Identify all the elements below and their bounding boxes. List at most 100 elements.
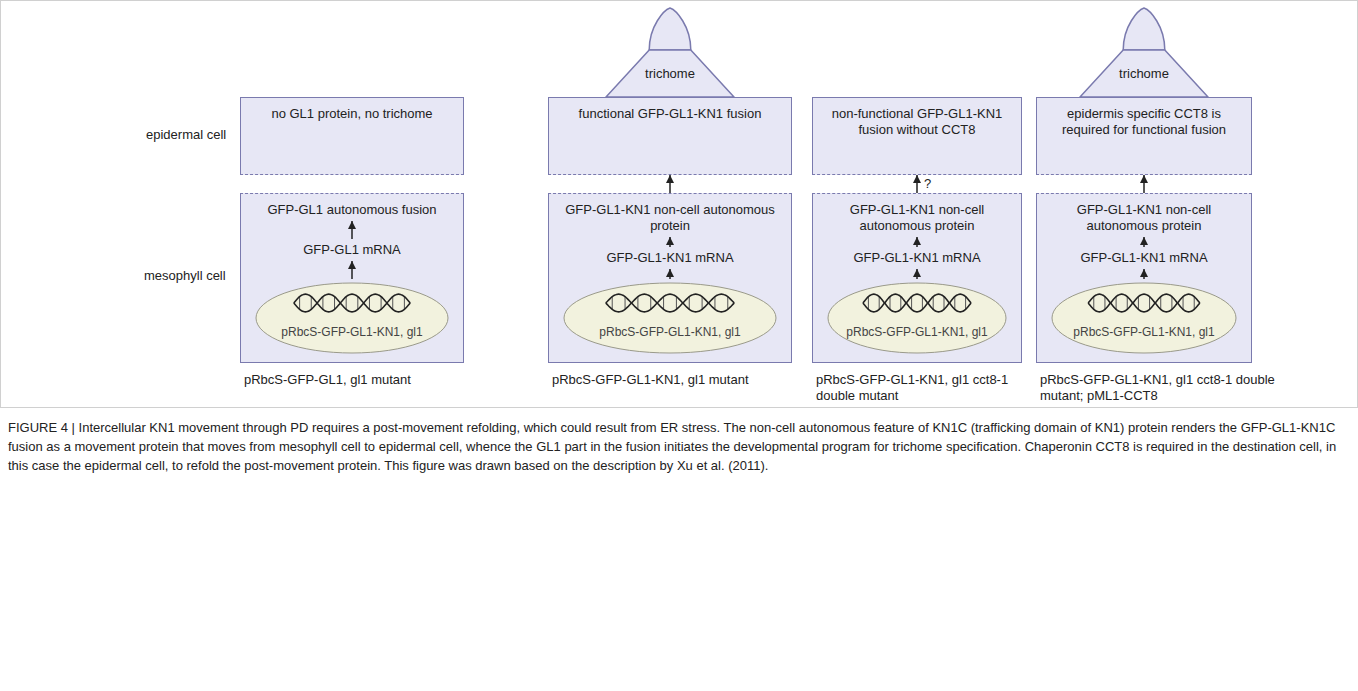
helix-rung (1093, 297, 1094, 310)
nucleus: pRbcS-GFP-GL1-KN1, gl1 (827, 282, 1007, 354)
nucleus-ellipse (564, 283, 776, 353)
helix-rung (346, 297, 347, 310)
trichome-base (1080, 50, 1208, 97)
genotype-label: pRbcS-GFP-GL1-KN1, gl1 mutant (552, 372, 802, 388)
expression-arrow (1143, 237, 1145, 247)
cell-text: GFP-GL1-KN1 mRNA (1080, 250, 1207, 266)
helix-rung (625, 297, 626, 310)
cell-text: GFP-GL1 autonomous fusion (267, 202, 436, 218)
construct-label: pRbcS-GFP-GL1-KN1, gl1 (281, 325, 422, 340)
helix-rung (637, 297, 638, 310)
helix-rung (1194, 297, 1195, 310)
helix-rung (965, 297, 966, 310)
helix-rung (911, 297, 912, 310)
expression-arrow (351, 261, 353, 279)
helix-rung (299, 297, 300, 310)
trichome-outline (605, 6, 735, 98)
construct-label: pRbcS-GFP-GL1-KN1, gl1 (1073, 325, 1214, 340)
genotype-label: pRbcS-GFP-GL1, gl1 mutant (244, 372, 484, 388)
helix-rung (1138, 297, 1139, 310)
cell-text: GFP-GL1-KN1 non-cell autonomous protein (1047, 202, 1241, 234)
mesophyll-cell: GFP-GL1 autonomous fusionGFP-GL1 mRNA pRb… (240, 193, 464, 363)
figure-caption: FIGURE 4 | Intercellular KN1 movement th… (8, 418, 1348, 475)
movement-arrow (916, 175, 918, 193)
helix-rung (727, 297, 728, 310)
helix-rung (1104, 297, 1105, 310)
helix-rung (933, 297, 934, 310)
helix-rung (612, 297, 613, 310)
nucleus: pRbcS-GFP-GL1-KN1, gl1 (255, 282, 449, 354)
helix-rung (689, 297, 690, 310)
helix-rung (369, 297, 370, 310)
expression-arrow (669, 237, 671, 247)
mesophyll-cell: GFP-GL1-KN1 non-cell autonomous proteinG… (1036, 193, 1252, 363)
helix-strand (294, 294, 410, 312)
helix-rung (322, 297, 323, 310)
trichome-label: trichome (1119, 66, 1169, 82)
nucleus-ellipse (828, 283, 1006, 353)
nucleus-outline (1051, 282, 1237, 354)
trichome-label: trichome (645, 66, 695, 82)
mesophyll-cell: GFP-GL1-KN1 non-cell autonomous proteinG… (812, 193, 1022, 363)
helix-rung (944, 297, 945, 310)
dna-helix (294, 294, 410, 312)
helix-strand (606, 294, 734, 312)
trichome-tip (1123, 8, 1165, 50)
epidermal-cell: epidermis specific CCT8 is required for … (1036, 97, 1252, 175)
nucleus: pRbcS-GFP-GL1-KN1, gl1 (563, 282, 777, 354)
dna-helix (863, 294, 971, 312)
helix-rung (663, 297, 664, 310)
nucleus-outline (563, 282, 777, 354)
expression-arrow (351, 221, 353, 239)
helix-rung (702, 297, 703, 310)
movement-arrow (1143, 175, 1145, 193)
helix-rung (311, 297, 312, 310)
trichome-tip (649, 8, 691, 50)
helix-rung (868, 297, 869, 310)
frame-border (1, 1, 1358, 408)
cell-text: GFP-GL1-KN1 non-cell autonomous protein (559, 202, 781, 234)
genotype-label: pRbcS-GFP-GL1-KN1, gl1 cct8-1 double mut… (816, 372, 1031, 404)
dna-helix (606, 294, 734, 312)
expression-arrow (1143, 269, 1145, 279)
helix-rung (890, 297, 891, 310)
helix-rung (1160, 297, 1161, 310)
helix-rung (954, 297, 955, 310)
cell-text: GFP-GL1-KN1 mRNA (606, 250, 733, 266)
cell-text: functional GFP-GL1-KN1 fusion (559, 106, 781, 122)
nucleus: pRbcS-GFP-GL1-KN1, gl1 (1051, 282, 1237, 354)
helix-strand (1088, 294, 1200, 312)
helix-rung (714, 297, 715, 310)
helix-rung (922, 297, 923, 310)
epidermal-cell: no GL1 protein, no trichome (240, 97, 464, 175)
helix-strand (1088, 294, 1200, 312)
helix-rung (879, 297, 880, 310)
helix-rung (357, 297, 358, 310)
epidermal-cell: functional GFP-GL1-KN1 fusion (548, 97, 792, 175)
cell-text: no GL1 protein, no trichome (251, 106, 453, 122)
edge-label: ? (922, 176, 933, 192)
nucleus-outline (255, 282, 449, 354)
trichome-base (606, 50, 734, 97)
helix-rung (334, 297, 335, 310)
cell-text: GFP-GL1 mRNA (303, 242, 401, 258)
cell-text: GFP-GL1-KN1 mRNA (853, 250, 980, 266)
trichome-outline (1079, 6, 1209, 98)
expression-arrow (916, 237, 918, 247)
helix-rung (676, 297, 677, 310)
cell-text: epidermis specific CCT8 is required for … (1047, 106, 1241, 138)
helix-rung (392, 297, 393, 310)
cell-text: non-functional GFP-GL1-KN1 fusion withou… (823, 106, 1011, 138)
helix-strand (606, 294, 734, 312)
helix-strand (863, 294, 971, 312)
epidermal-cell: non-functional GFP-GL1-KN1 fusion withou… (812, 97, 1022, 175)
helix-rung (1149, 297, 1150, 310)
helix-rung (1183, 297, 1184, 310)
helix-rung (650, 297, 651, 310)
helix-rung (900, 297, 901, 310)
trichome: trichome (1079, 6, 1209, 98)
helix-strand (294, 294, 410, 312)
cell-layer-label: mesophyll cell (144, 268, 238, 284)
